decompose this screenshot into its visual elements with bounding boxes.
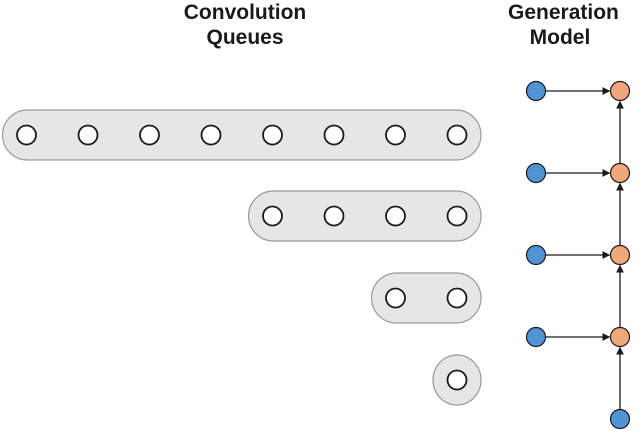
queue-3: [370, 272, 482, 324]
hidden-state-node: [609, 162, 631, 184]
hidden-state-node: [609, 244, 631, 266]
convolution-queues-title-line1: Convolution: [183, 1, 307, 24]
queue-4: [432, 354, 482, 406]
queue-slot-node: [385, 205, 406, 227]
generation-model-title-line2: Model: [529, 26, 591, 49]
queue-slot-node: [139, 124, 160, 146]
bottom-input-node: [609, 408, 631, 430]
queue-slot-node: [262, 205, 283, 227]
queue-container: [370, 272, 482, 324]
convolution-queues: [1, 109, 482, 406]
queue-slot-node: [446, 205, 468, 227]
queue-slot-node: [262, 124, 283, 146]
queue-slot-node: [200, 124, 222, 146]
queue-slot-node: [446, 124, 468, 146]
queue-container: [247, 190, 482, 242]
queue-slot-node: [323, 124, 345, 146]
convolution-queues-title: Convolution Queues: [165, 0, 325, 50]
input-node: [525, 80, 547, 102]
queue-slot-node: [323, 205, 345, 227]
queue-container: [1, 109, 482, 161]
input-node: [525, 162, 547, 184]
convolution-queues-title-line2: Queues: [206, 26, 284, 49]
input-node: [525, 326, 547, 348]
hidden-state-node: [609, 80, 631, 102]
queue-slot-node: [77, 124, 99, 146]
queue-2: [247, 190, 482, 242]
queue-slot-node: [385, 287, 406, 309]
generation-model-title-line1: Generation: [508, 1, 619, 24]
queue-slot-node: [446, 287, 468, 309]
input-node: [525, 244, 547, 266]
generation-model: [525, 80, 631, 430]
hidden-state-node: [609, 326, 631, 348]
queue-slot-node: [446, 369, 468, 391]
queue-slot-node: [385, 124, 406, 146]
queue-1: [1, 109, 482, 161]
queue-slot-node: [16, 124, 37, 146]
generation-model-title: Generation Model: [508, 0, 619, 50]
